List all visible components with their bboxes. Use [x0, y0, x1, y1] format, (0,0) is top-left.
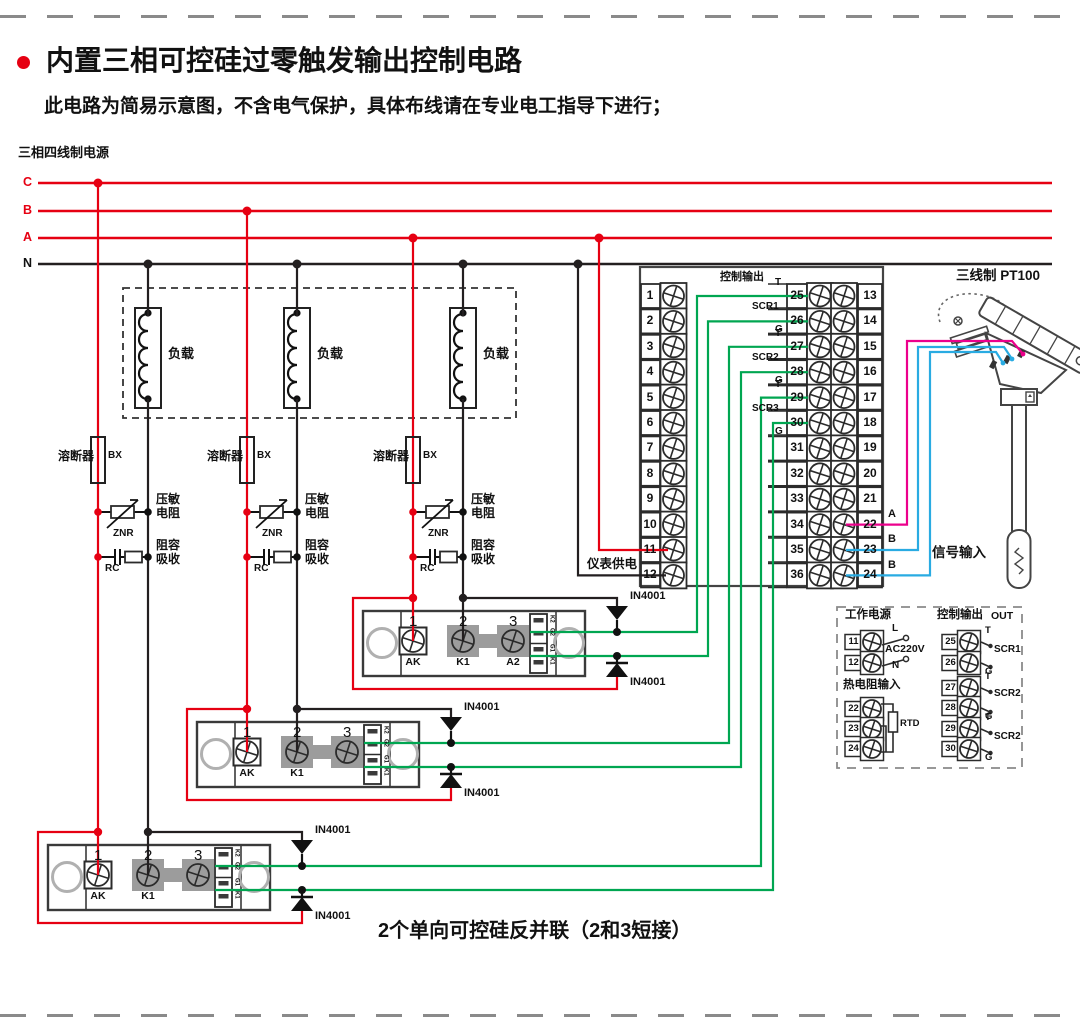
- page-borders: [0, 15, 1080, 1017]
- scr-module-3: [46, 843, 272, 912]
- terminal-block: [638, 265, 885, 590]
- aux-terminal-box: [836, 606, 1023, 769]
- load-section: [122, 287, 517, 419]
- pt100-probe: [937, 293, 1080, 589]
- wires: [36, 178, 1052, 925]
- scr-module-2: [195, 720, 421, 789]
- scr-module-1: [361, 609, 587, 678]
